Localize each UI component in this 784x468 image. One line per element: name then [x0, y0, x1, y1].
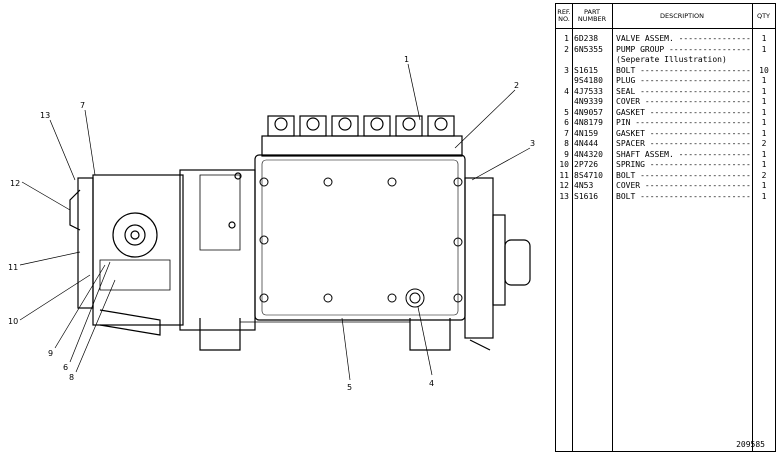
header-ref-no: REF. NO. [556, 4, 572, 29]
pump-housing [254, 154, 466, 321]
description-cell: PLUG -----------------------------------… [616, 76, 750, 85]
part-number-cell: 4N444 [574, 139, 599, 148]
description-cell: GASKET ---------------------------------… [616, 128, 750, 138]
table-row: 2 6N5355 PUMP GROUP ----------------------… [556, 45, 775, 55]
table-row: 8 4N444 SPACER ---------------------------… [556, 139, 775, 149]
ref-no-cell: 5 [564, 107, 569, 117]
header-part-number: PART NUMBER [572, 4, 612, 29]
header-qty: QTY [752, 4, 775, 29]
part-number-cell: 6D238 [574, 34, 599, 43]
part-number-cell: 6N5355 [574, 44, 603, 54]
callout-6: 6 [63, 363, 68, 372]
ref-no-cell: 11 [559, 170, 569, 180]
table-row: 6 4N8179 PIN -----------------------------… [556, 118, 775, 128]
ref-no-cell: 7 [564, 128, 569, 138]
table-row: 12 4N53 COVER ----------------------------… [556, 181, 775, 191]
quantity-cell: 1 [761, 128, 767, 138]
table-row: 4N9339 COVER ----------------------------… [556, 97, 775, 107]
fuel-pump-drawing: 1 2 3 4 5 6 7 8 9 10 11 12 13 [8, 55, 535, 392]
quantity-cell: 1 [761, 107, 767, 117]
valve-bar [261, 135, 463, 157]
ref-no-cell: 12 [559, 181, 569, 190]
housing-bolts [259, 177, 463, 308]
quantity-cell: 1 [761, 149, 767, 159]
part-number-cell: 4N8179 [574, 118, 603, 127]
part-number-cell: 2P726 [574, 160, 599, 169]
quantity-cell: 1 [761, 160, 767, 169]
quantity-cell: 2 [761, 139, 767, 148]
callout-12: 12 [10, 179, 20, 188]
description-cell: SEAL -----------------------------------… [616, 86, 750, 96]
table-row: 5 4N9057 GASKET --------------------------… [556, 108, 775, 118]
illustration-number: 209585 [736, 440, 765, 449]
delivery-valves [267, 115, 455, 137]
quantity-cell: 10 [759, 65, 769, 75]
description-cell: BOLT -----------------------------------… [616, 170, 750, 180]
description-cell: BOLT -----------------------------------… [616, 65, 750, 75]
description-cell: COVER ----------------------------------… [616, 97, 750, 106]
part-number-cell: 9S4180 [574, 76, 603, 85]
quantity-cell: 2 [761, 170, 767, 180]
description-cell: COVER ----------------------------------… [616, 181, 750, 190]
callout-1: 1 [404, 55, 409, 64]
table-row: 11 8S4710 BOLT ---------------------------… [556, 171, 775, 181]
ref-no-cell: 13 [559, 191, 569, 201]
table-row: 4 4J7533 SEAL ----------------------------… [556, 87, 775, 97]
quantity-cell: 1 [761, 191, 767, 201]
callout-13: 13 [40, 111, 50, 120]
quantity-cell: 1 [761, 86, 767, 96]
description-cell: PIN ------------------------------------… [616, 118, 750, 127]
table-row: 9 4N4320 SHAFT ASSEM. --------------------… [556, 150, 775, 160]
callout-7: 7 [80, 101, 85, 110]
ref-no-cell: 4 [564, 86, 569, 96]
description-cell: PUMP GROUP -----------------------------… [616, 44, 750, 54]
description-cell: (Seperate Illustration) [616, 55, 727, 64]
part-number-cell: 4N53 [574, 181, 594, 190]
part-number-cell: 4N9057 [574, 107, 603, 117]
description-cell: GASKET ---------------------------------… [616, 107, 750, 117]
table-row: 1 6D238 VALVE ASSEM. ---------------------… [556, 34, 775, 44]
description-cell: SHAFT ASSEM. ---------------------------… [616, 149, 750, 159]
part-number-cell: 4N4320 [574, 149, 603, 159]
table-row: 9S4180 PLUG -----------------------------… [556, 76, 775, 86]
ref-no-cell: 6 [564, 118, 569, 127]
description-cell: BOLT -----------------------------------… [616, 191, 750, 201]
table-row: 10 2P726 SPRING --------------------------… [556, 160, 775, 170]
callout-9: 9 [48, 349, 53, 358]
ref-no-cell: 8 [564, 139, 569, 148]
parts-list-table: REF. NO. PART NUMBER DESCRIPTION QTY 1 6D… [555, 3, 776, 452]
part-number-cell: 4J7533 [574, 86, 603, 96]
ref-no-cell: 1 [564, 34, 569, 43]
callout-3: 3 [530, 139, 535, 148]
part-number-cell: S1616 [574, 191, 599, 201]
description-cell: VALVE ASSEM. ---------------------------… [616, 34, 750, 43]
quantity-cell: 1 [761, 181, 767, 190]
description-cell: SPRING ---------------------------------… [616, 160, 750, 169]
quantity-cell: 1 [761, 76, 767, 85]
quantity-cell: 1 [761, 97, 767, 106]
ref-no-cell: 10 [559, 160, 569, 169]
quantity-cell: 1 [761, 44, 767, 54]
part-number-cell: 8S4710 [574, 170, 603, 180]
callout-4: 4 [429, 379, 434, 388]
ref-no-cell: 3 [564, 65, 569, 75]
part-number-cell: S1615 [574, 65, 599, 75]
table-row: 3 S1615 BOLT -----------------------------… [556, 66, 775, 76]
table-row: 7 4N159 GASKET ---------------------------… [556, 129, 775, 139]
part-number-cell: 4N159 [574, 128, 599, 138]
callout-10: 10 [8, 317, 18, 326]
part-number-cell: 4N9339 [574, 97, 603, 106]
callout-2: 2 [514, 81, 519, 90]
callout-11: 11 [8, 263, 18, 272]
quantity-cell: 1 [761, 118, 767, 127]
quantity-cell: 1 [761, 34, 767, 43]
ref-no-cell: 2 [564, 44, 569, 54]
table-row: 13 S1616 BOLT ----------------------------… [556, 192, 775, 202]
header-description: DESCRIPTION [612, 4, 752, 29]
callout-8: 8 [69, 373, 74, 382]
description-cell: SPACER ---------------------------------… [616, 139, 750, 148]
ref-no-cell: 9 [564, 149, 569, 159]
table-row: (Seperate Illustration) [556, 55, 775, 65]
callout-5: 5 [347, 383, 352, 392]
